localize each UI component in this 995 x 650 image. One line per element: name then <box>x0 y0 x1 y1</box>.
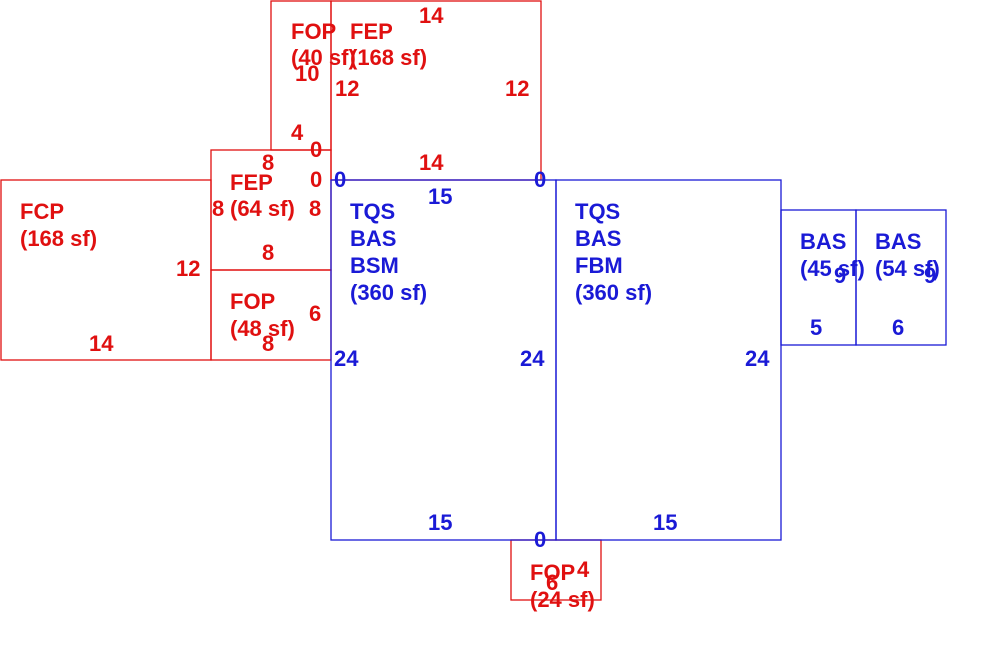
dim-fep-top: 14 <box>419 3 444 28</box>
dim-fep-right: 12 <box>505 76 529 101</box>
fep-168-area: (168 sf) <box>350 45 427 70</box>
fop-24-area: (24 sf) <box>530 587 595 612</box>
dim-fep64-right: 8 <box>309 196 321 221</box>
dim-blue-left: 24 <box>334 346 359 371</box>
main-right-area: (360 sf) <box>575 280 652 305</box>
dim-fop48-right: 6 <box>309 301 321 326</box>
dim-fep64-bottom: 8 <box>262 240 274 265</box>
dim-blue-bottom-right: 15 <box>653 510 677 535</box>
dim-blue-top: 15 <box>428 184 452 209</box>
main-right-code-1: TQS <box>575 199 620 224</box>
fop-40-code: FOP <box>291 19 336 44</box>
dim-bas45-side: 9 <box>834 263 846 288</box>
dim-bas54-side: 9 <box>924 263 936 288</box>
main-left-code-2: BAS <box>350 226 396 251</box>
bas-54-outline <box>855 209 947 346</box>
dim-zero-mid: 0 <box>310 167 322 192</box>
blue-areas: 0 0 15 TQS BAS BSM (360 sf) TQS BAS FBM … <box>330 167 947 552</box>
fcp-168-area: (168 sf) <box>20 226 97 251</box>
bas-45-code: BAS <box>800 229 846 254</box>
bas-54-area: (54 sf) <box>875 256 940 281</box>
dim-fep64-left: 8 <box>212 196 224 221</box>
dim-fop48-bottom: 8 <box>262 331 274 356</box>
bas-54-code: BAS <box>875 229 921 254</box>
dim-blue-right: 24 <box>745 346 770 371</box>
fop-24-code: FOP <box>530 560 575 585</box>
dim-fop24-bottom: 6 <box>546 570 558 595</box>
dim-bas45-bottom: 5 <box>810 315 822 340</box>
main-right-code-2: BAS <box>575 226 621 251</box>
dim-blue-bottom-zero: 0 <box>534 527 546 552</box>
dim-fop40-bottom: 4 <box>291 120 304 145</box>
dim-blue-mid: 24 <box>520 346 545 371</box>
red-areas: FOP (40 sf) FEP (168 sf) 14 10 12 12 4 0… <box>0 0 602 612</box>
dim-fcp-right: 12 <box>176 256 200 281</box>
fep-168-code: FEP <box>350 19 393 44</box>
fep-64-code: FEP <box>230 170 273 195</box>
dim-fcp-bottom: 14 <box>89 331 114 356</box>
fop-48-area: (48 sf) <box>230 316 295 341</box>
main-right-code-3: FBM <box>575 253 623 278</box>
dim-fop40-left: 10 <box>295 61 319 86</box>
dim-blue-bottom-left: 15 <box>428 510 452 535</box>
dim-fep64-top: 8 <box>262 150 274 175</box>
fcp-168-code: FCP <box>20 199 64 224</box>
dim-blue-zero-left: 0 <box>334 167 346 192</box>
fop-40-area: (40 sf) <box>291 45 356 70</box>
main-left-area: (360 sf) <box>350 280 427 305</box>
dim-fop24-right: 4 <box>577 557 590 582</box>
dim-fep-left: 12 <box>335 76 359 101</box>
main-right-outline <box>555 179 782 541</box>
bas-45-area: (45 sf) <box>800 256 865 281</box>
dim-fep-bottom: 14 <box>419 150 444 175</box>
main-left-code-1: TQS <box>350 199 395 224</box>
dim-bas54-bottom: 6 <box>892 315 904 340</box>
fop-48-code: FOP <box>230 289 275 314</box>
dim-fop40-zero: 0 <box>310 137 322 162</box>
main-left-code-3: BSM <box>350 253 399 278</box>
dim-blue-zero-right: 0 <box>534 167 546 192</box>
fep-64-area: (64 sf) <box>230 196 295 221</box>
